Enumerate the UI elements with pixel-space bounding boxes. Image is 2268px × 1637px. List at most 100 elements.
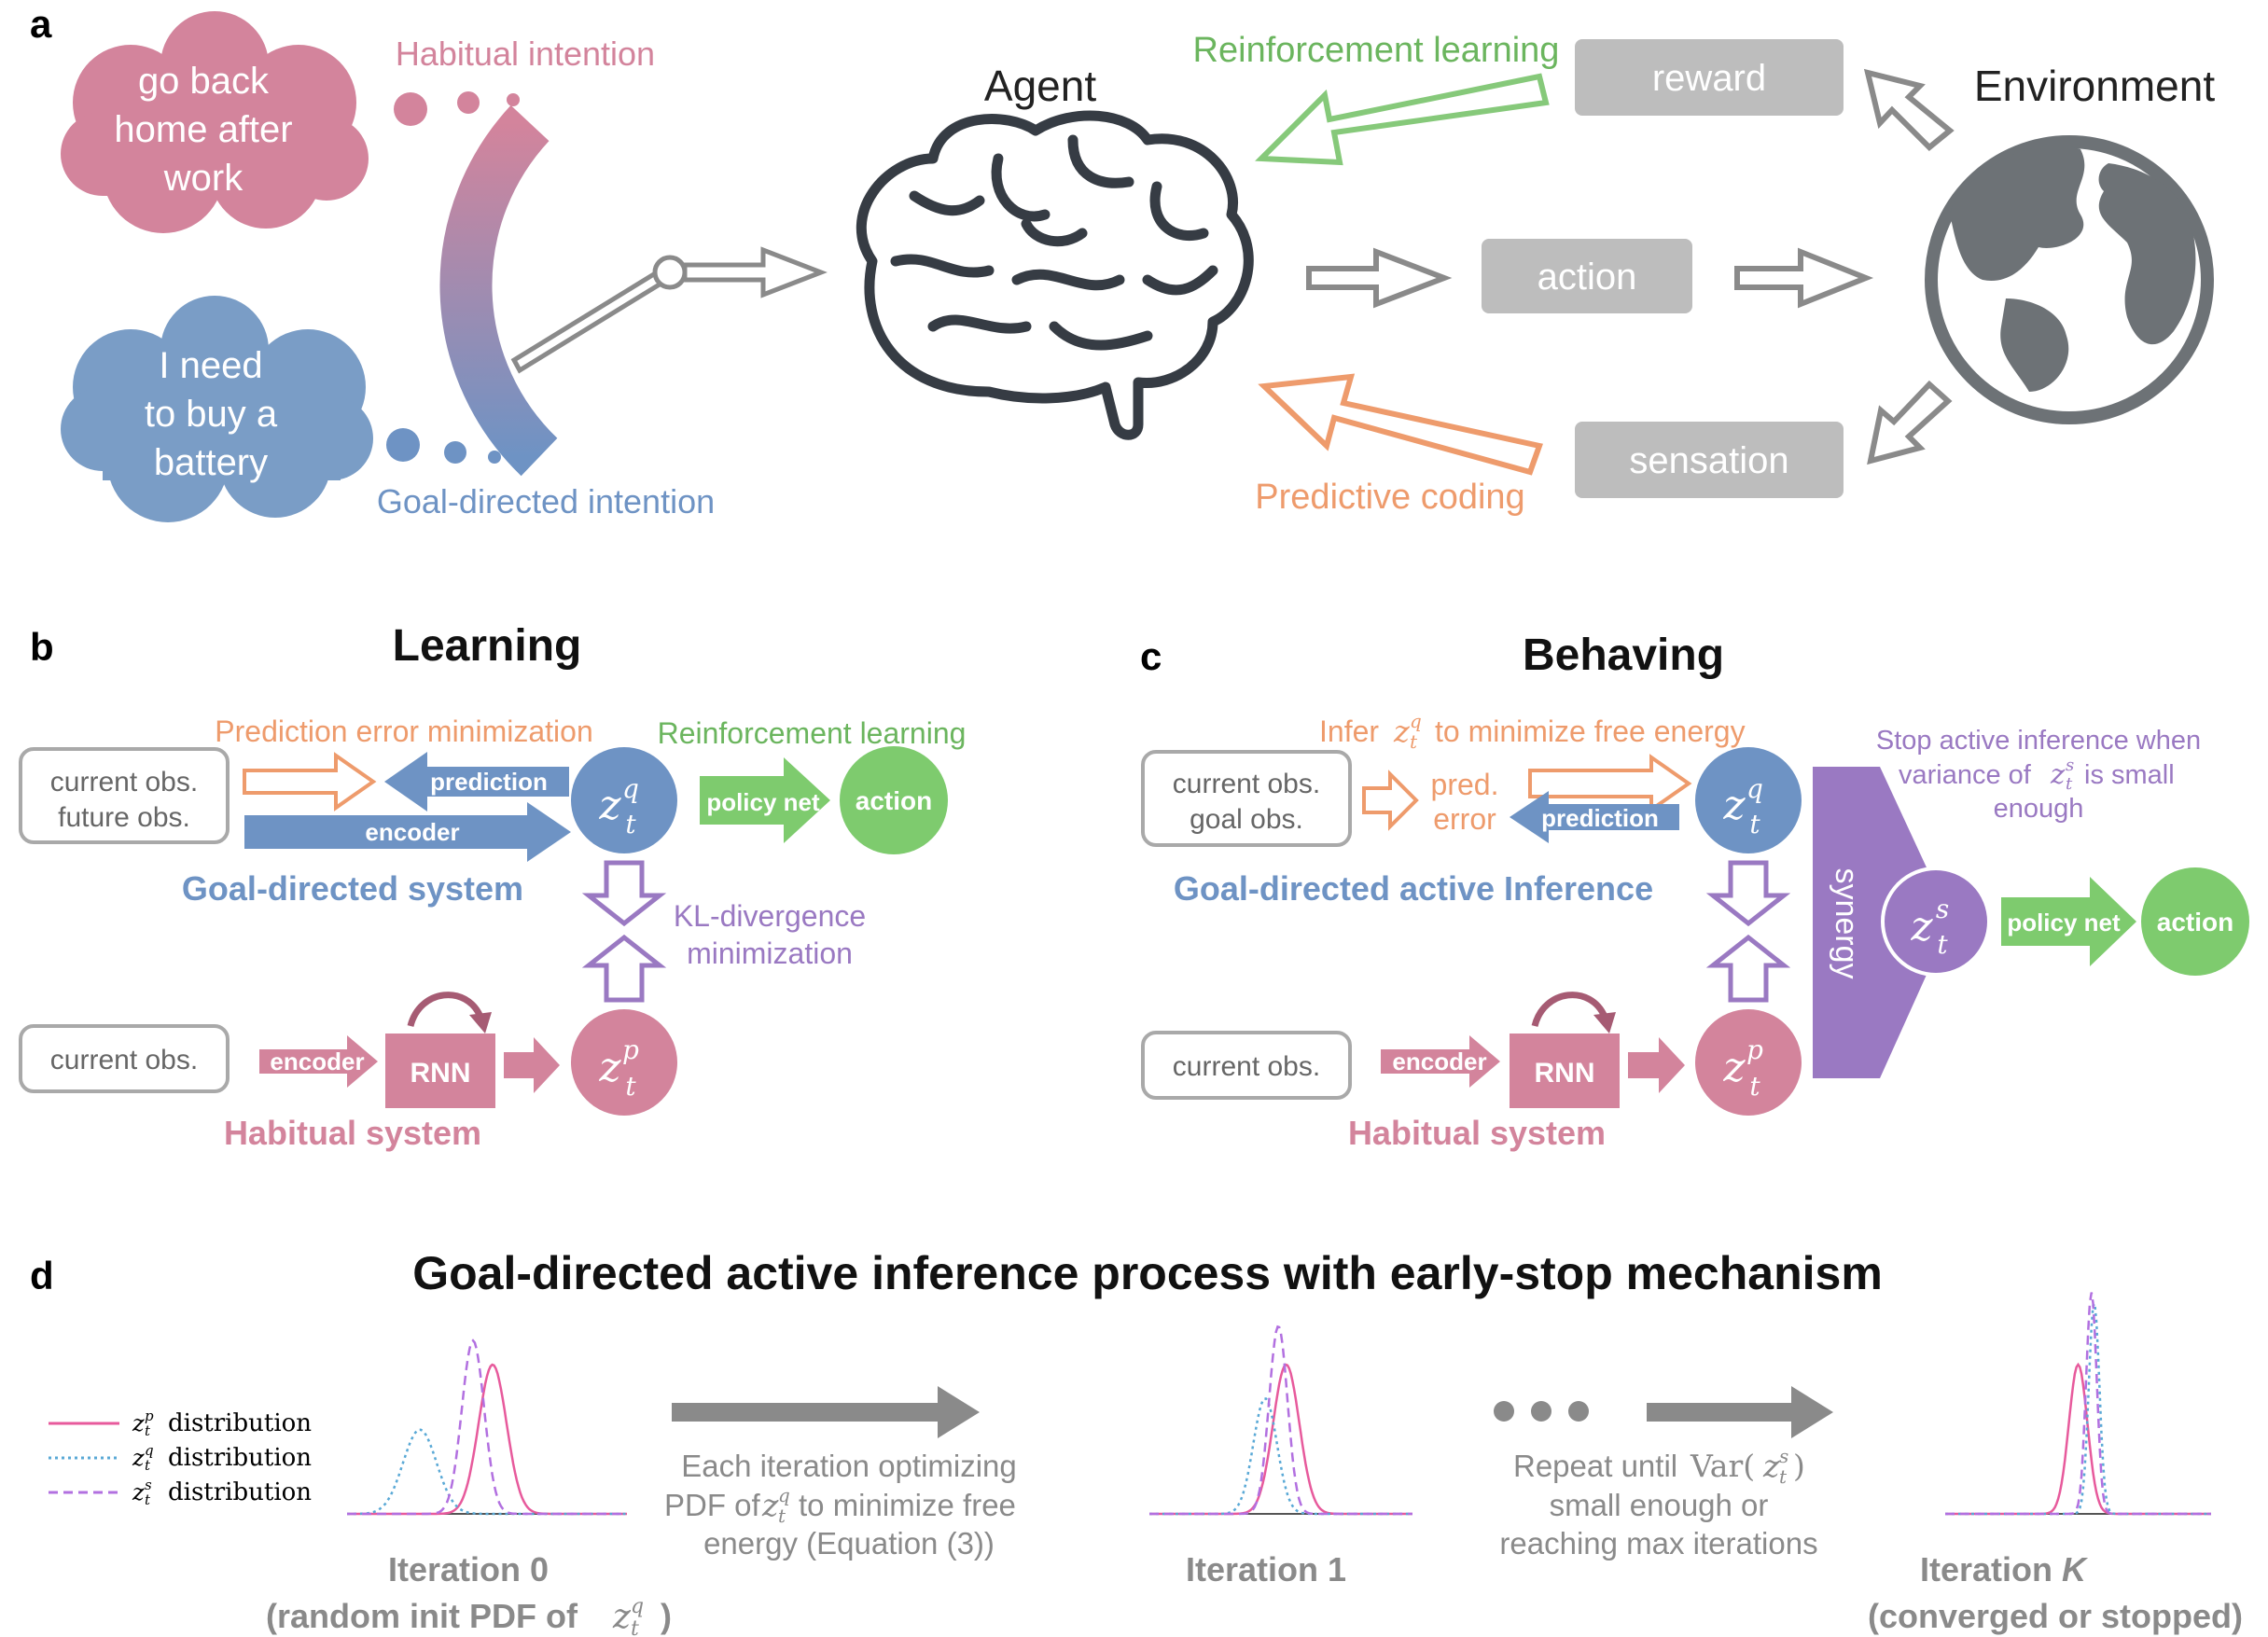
svg-text:t: t (1410, 730, 1418, 753)
policy-net-label-c: policy net (2007, 909, 2121, 936)
arrow-down-c (1705, 860, 1791, 927)
brain-icon (856, 110, 1254, 440)
svg-text:): ) (1793, 1448, 1805, 1484)
cloud-pink-line1: go back (138, 61, 270, 102)
obs-b-top-line2: future obs. (58, 802, 190, 833)
svg-text:t: t (631, 1617, 639, 1637)
svg-text:p: p (622, 1034, 639, 1065)
agent-label: Agent (984, 62, 1096, 110)
step1-line2-b: to minimize free (799, 1488, 1016, 1522)
action-node-c: action (2141, 867, 2249, 976)
svg-text:t: t (2066, 774, 2073, 794)
legend-label-q: distribution (168, 1444, 312, 1472)
curve-s (1945, 1292, 2211, 1516)
cloud-habitual: go back home after work (61, 11, 369, 233)
zs-node-c: z s t (1881, 867, 1991, 977)
legend-label-p: distribution (168, 1409, 312, 1437)
svg-text:t: t (145, 1491, 151, 1508)
svg-text:z: z (132, 1410, 145, 1436)
zq-node-b: z q t (571, 747, 677, 853)
iterk-line1-a: Iteration (1920, 1550, 2052, 1588)
rl-arrow (1255, 73, 1550, 166)
step2-line2: small enough or (1550, 1488, 1769, 1522)
svg-text:q: q (145, 1442, 154, 1459)
svg-text:z: z (598, 1044, 621, 1091)
svg-text:t: t (1937, 929, 1948, 960)
arrow-env-to-sensation (1867, 380, 1953, 465)
habit-encoder-label-b: encoder (270, 1047, 364, 1075)
environment-label: Environment (1974, 62, 2215, 110)
synergy-label: synergy (1829, 867, 1864, 978)
svg-text:z: z (1910, 903, 1933, 950)
svg-text:z: z (2050, 758, 2066, 790)
action-label-c: action (2157, 908, 2233, 936)
step1-line3: energy (Equation (3)) (703, 1526, 995, 1561)
iter0-line2-b: ) (661, 1597, 672, 1635)
svg-text:t: t (778, 1505, 786, 1527)
reward-label: reward (1652, 58, 1766, 99)
action-box: action (1482, 239, 1692, 313)
svg-text:q: q (1746, 773, 1763, 804)
svg-text:t: t (625, 809, 636, 839)
habitual-system-label-b: Habitual system (224, 1114, 481, 1152)
stop-line3: enough (1994, 794, 2084, 824)
sensation-box: sensation (1575, 422, 1844, 498)
infer-arrow-c (1528, 754, 1692, 813)
svg-text:z: z (612, 1598, 632, 1636)
svg-text:s: s (2066, 756, 2074, 775)
panel-letter-d: d (30, 1254, 54, 1297)
svg-text:z: z (132, 1479, 145, 1505)
svg-text:z: z (1722, 1044, 1746, 1091)
svg-text:t: t (625, 1071, 636, 1102)
rnn-label-b: RNN (410, 1058, 471, 1089)
rl-label-b: Reinforcement learning (658, 716, 967, 750)
svg-text:s: s (145, 1477, 152, 1493)
intention-arc (439, 104, 558, 477)
curve-p (1945, 1362, 2211, 1516)
stop-line2-post: is small (2084, 760, 2175, 790)
svg-text:q: q (631, 1595, 644, 1618)
stop-label-c: Stop active inference when variance of z… (1876, 726, 2201, 824)
svg-text:z: z (1393, 714, 1411, 749)
goal-intention-label: Goal-directed intention (377, 482, 715, 520)
iteration-k-label: Iteration K (converged or stopped) (1868, 1550, 2243, 1635)
svg-text:q: q (778, 1484, 790, 1506)
arrow-action-to-env (1734, 247, 1874, 309)
cloud-goal: I need to buy a battery (61, 296, 373, 522)
action-label-b: action (856, 786, 932, 815)
pred-error-min-label: Prediction error minimization (215, 714, 592, 748)
obs-c-top-line1: current obs. (1173, 769, 1320, 799)
panel-letter-b: b (30, 625, 54, 669)
kl-arrow-down-b (581, 860, 667, 927)
kl-arrow-up-b (581, 934, 667, 1003)
iter0-line2-a: (random init PDF of (266, 1597, 578, 1635)
curve-q (347, 1428, 627, 1516)
thought-dots-habitual (394, 91, 520, 126)
habit-encoder-arrow-b: encoder (259, 1035, 378, 1088)
encoder-arrow-b: encoder (244, 802, 571, 862)
kl-label-line2: minimization (687, 936, 853, 970)
rnn-label-c: RNN (1535, 1058, 1595, 1089)
zp-node-c: z p t (1695, 1009, 1802, 1116)
stop-line1: Stop active inference when (1876, 726, 2201, 756)
rnn-box-b: RNN (385, 992, 495, 1108)
panel-d-title: Goal-directed active inference process w… (412, 1247, 1883, 1299)
step-arrow-1 (672, 1386, 980, 1438)
zq-node-c: z q t (1695, 747, 1802, 853)
svg-text:p: p (1746, 1034, 1763, 1065)
panel-b-title: Learning (393, 621, 582, 671)
svg-text:q: q (1410, 710, 1422, 732)
pred-error-arrow-b (243, 752, 377, 812)
curve-p (347, 1363, 627, 1516)
habit-encoder-label-c: encoder (1392, 1047, 1486, 1075)
stop-line2-pre: variance of (1899, 760, 2032, 790)
goal-system-label-c: Goal-directed active Inference (1174, 869, 1653, 908)
intention-lever (510, 246, 828, 374)
habit-encoder-arrow-c: encoder (1381, 1035, 1500, 1088)
arrow-agent-to-action (1306, 247, 1453, 309)
curve-q (1149, 1397, 1412, 1516)
svg-text:z: z (132, 1445, 145, 1471)
svg-text:q: q (622, 773, 639, 804)
sensation-label: sensation (1629, 440, 1788, 481)
